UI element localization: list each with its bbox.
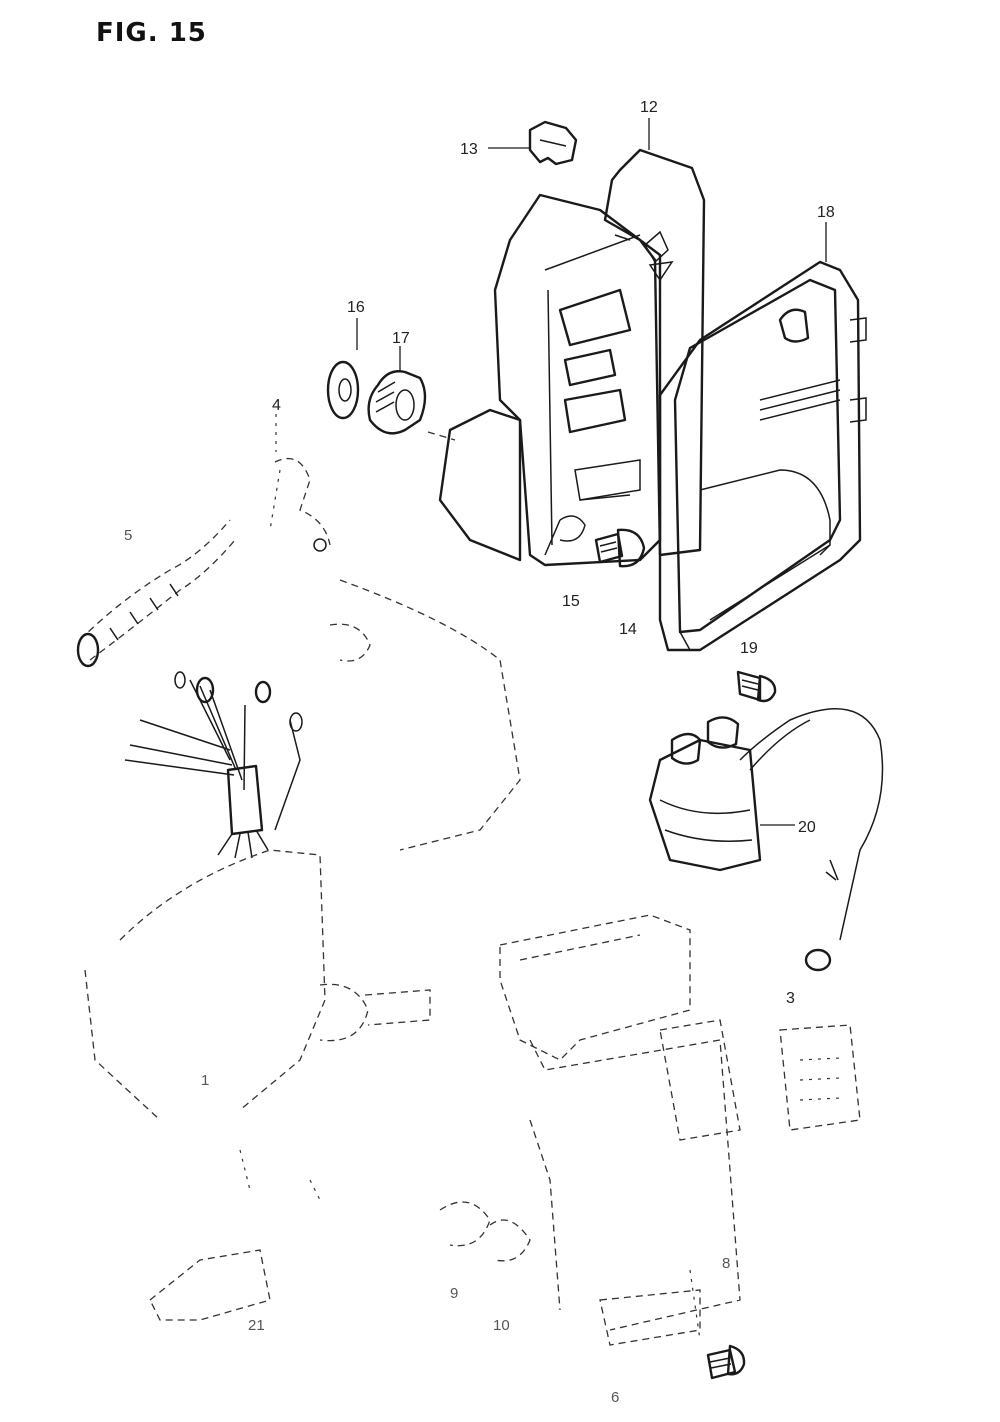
label-part-10: 10 xyxy=(493,1317,510,1334)
part-14-screw xyxy=(594,528,646,568)
label-part-16: 16 xyxy=(347,299,365,316)
part-20-relay xyxy=(648,708,884,972)
label-part-1: 1 xyxy=(201,1072,209,1089)
label-part-3: 3 xyxy=(786,990,795,1007)
label-part-12: 12 xyxy=(640,99,658,116)
part-19-screw xyxy=(736,670,777,703)
label-part-13: 13 xyxy=(460,141,478,158)
label-part-19: 19 xyxy=(740,640,758,657)
label-part-21: 21 xyxy=(248,1317,265,1334)
label-part-15: 15 xyxy=(562,593,580,610)
part-17-grommet xyxy=(367,346,456,441)
part-5-harness xyxy=(76,519,236,668)
part-4-bracket xyxy=(269,414,331,552)
part-13-clip xyxy=(488,120,578,166)
label-part-8: 8 xyxy=(722,1255,730,1272)
wire-bundle xyxy=(124,671,303,859)
label-part-4: 4 xyxy=(272,397,281,414)
bottom-screw xyxy=(706,1344,746,1380)
part-18-base-plate xyxy=(658,222,867,652)
label-part-14: 14 xyxy=(619,621,637,638)
part-12-cover xyxy=(438,118,706,567)
part-16-washer xyxy=(326,318,360,420)
label-part-20: 20 xyxy=(798,819,816,836)
ghost-housing xyxy=(84,579,521,1321)
label-part-9: 9 xyxy=(450,1285,458,1302)
figure-title: FIG. 15 xyxy=(96,18,207,48)
label-part-6: 6 xyxy=(611,1389,619,1406)
lower-assembly xyxy=(439,914,861,1346)
label-part-5: 5 xyxy=(124,527,132,544)
label-part-18: 18 xyxy=(817,204,835,221)
label-part-17: 17 xyxy=(392,330,410,347)
